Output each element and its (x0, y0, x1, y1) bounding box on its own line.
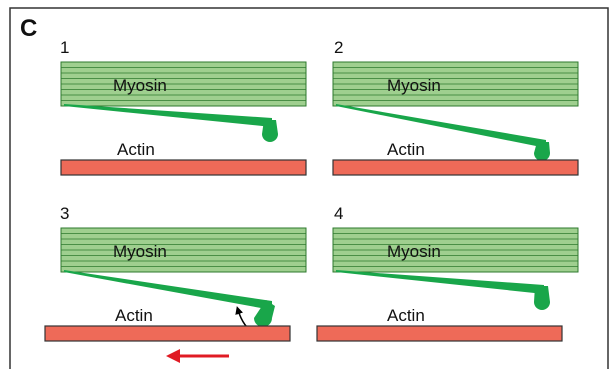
myosin-filament (332, 227, 579, 273)
myosin-label: Myosin (113, 76, 167, 95)
panel-label: C (20, 15, 37, 42)
myosin-filament (60, 61, 307, 107)
actin-filament (316, 325, 563, 342)
myosin-filament (60, 227, 307, 273)
actin-label: Actin (115, 306, 153, 325)
myosin-head (64, 270, 275, 327)
myosin-head (64, 104, 278, 142)
myosin-filament (332, 61, 579, 107)
actin-filament (44, 325, 291, 342)
step-3: 3 Myosin Actin (44, 204, 307, 363)
myosin-head (336, 104, 550, 161)
step-number: 1 (60, 38, 69, 57)
step-number: 4 (334, 204, 343, 223)
step-2: 2 Myosin Actin (332, 38, 579, 176)
actin-label: Actin (387, 140, 425, 159)
myosin-label: Myosin (113, 242, 167, 261)
panel-frame (9, 7, 609, 369)
step-1: 1 Myosin Actin (60, 38, 307, 176)
actin-label: Actin (387, 306, 425, 325)
step-number: 2 (334, 38, 343, 57)
actin-filament (60, 159, 307, 176)
actin-filament (332, 159, 579, 176)
myosin-head (336, 270, 550, 310)
step-4: 4 Myosin Actin (316, 204, 579, 342)
myosin-label: Myosin (387, 242, 441, 261)
left-arrow-icon (166, 349, 229, 363)
actin-label: Actin (117, 140, 155, 159)
step-number: 3 (60, 204, 69, 223)
myosin-label: Myosin (387, 76, 441, 95)
